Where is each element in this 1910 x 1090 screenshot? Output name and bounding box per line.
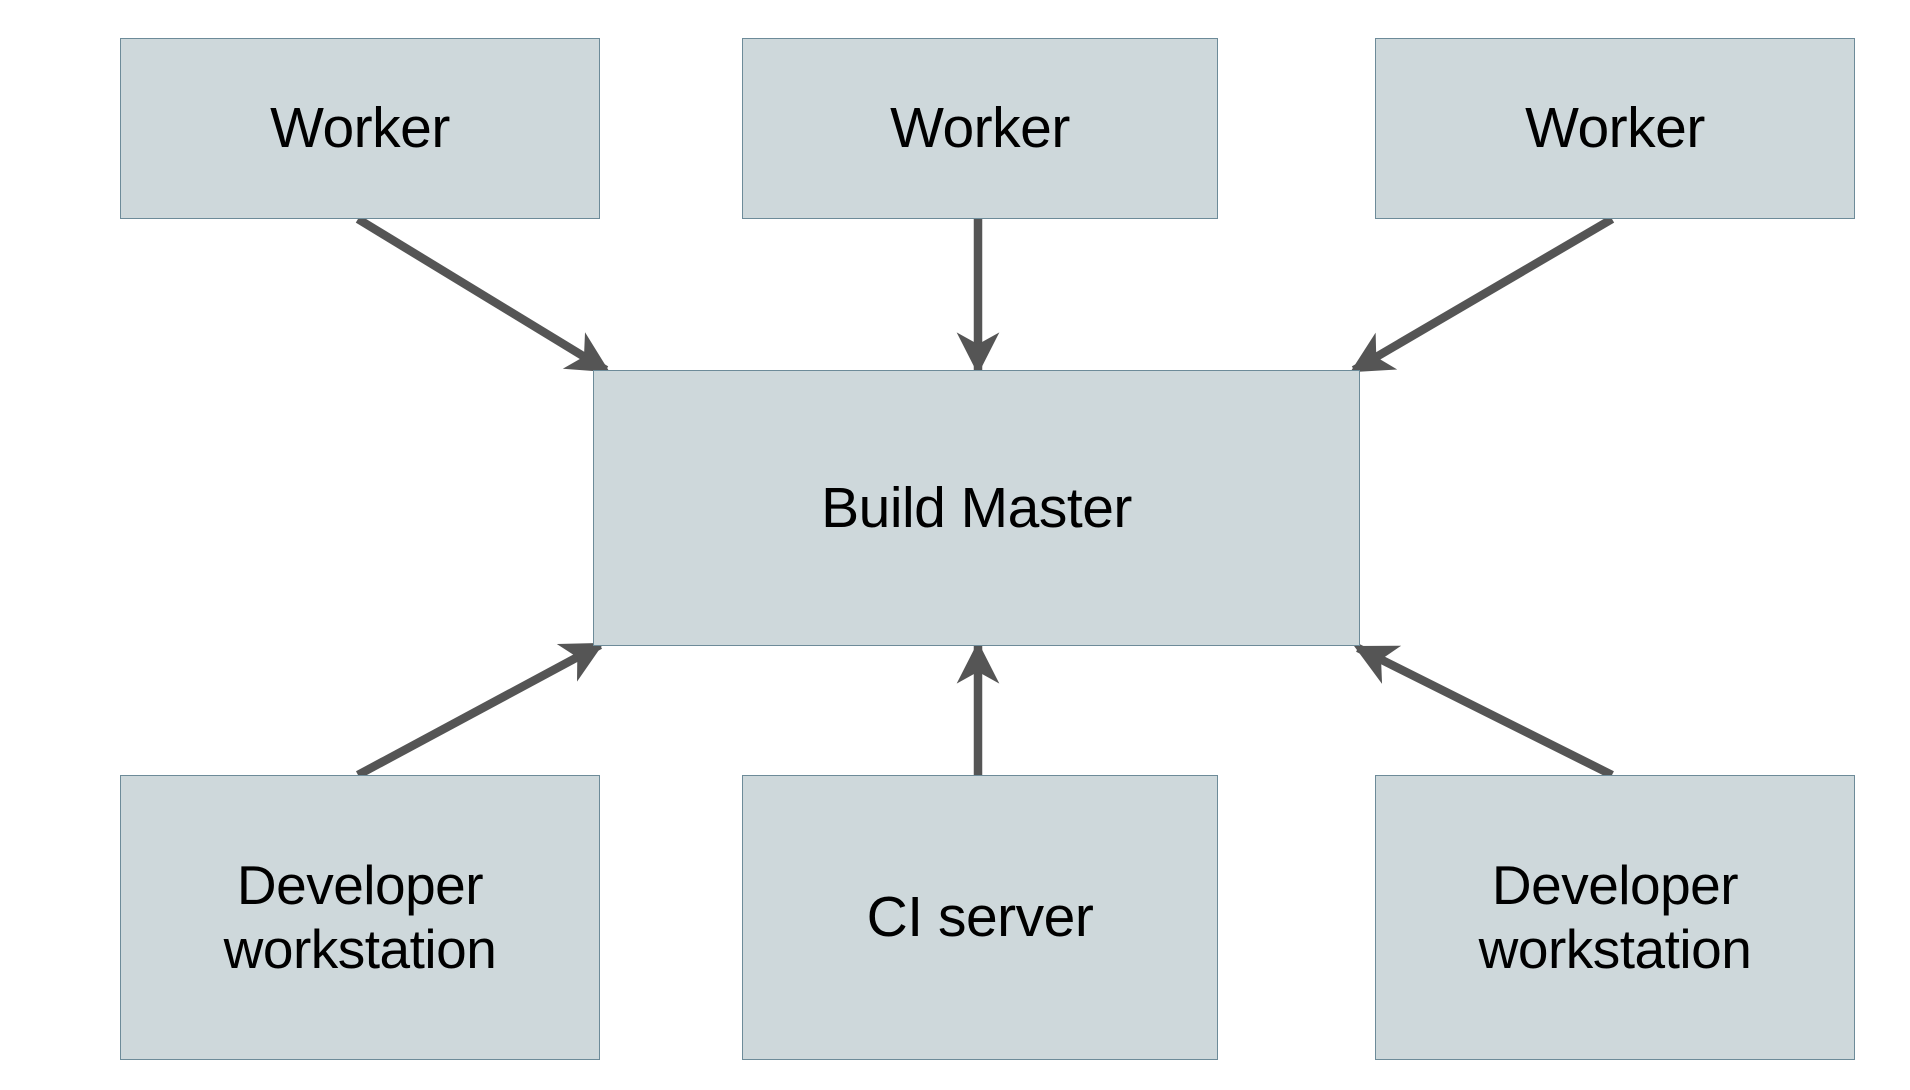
node-worker-3-label: Worker [1525, 96, 1705, 161]
edge-worker-1-to-build-master [355, 215, 610, 374]
node-developer-workstation-2[interactable]: Developer workstation [1375, 775, 1855, 1060]
node-ci-server[interactable]: CI server [742, 775, 1218, 1060]
node-worker-1-label: Worker [270, 96, 450, 161]
node-worker-1[interactable]: Worker [120, 38, 600, 219]
node-developer-workstation-1[interactable]: Developer workstation [120, 775, 600, 1060]
edge-dev-ws-1-to-build-master [355, 641, 604, 779]
node-worker-3[interactable]: Worker [1375, 38, 1855, 219]
node-build-master[interactable]: Build Master [593, 370, 1360, 646]
edge-worker-3-to-build-master [1350, 215, 1615, 374]
node-developer-workstation-2-label: Developer workstation [1478, 853, 1752, 980]
node-developer-workstation-1-label: Developer workstation [223, 853, 497, 980]
node-worker-2-label: Worker [890, 96, 1070, 161]
node-ci-server-label: CI server [866, 885, 1094, 950]
edge-dev-ws-2-to-build-master [1354, 644, 1614, 779]
node-build-master-label: Build Master [821, 475, 1132, 540]
node-worker-2[interactable]: Worker [742, 38, 1218, 219]
